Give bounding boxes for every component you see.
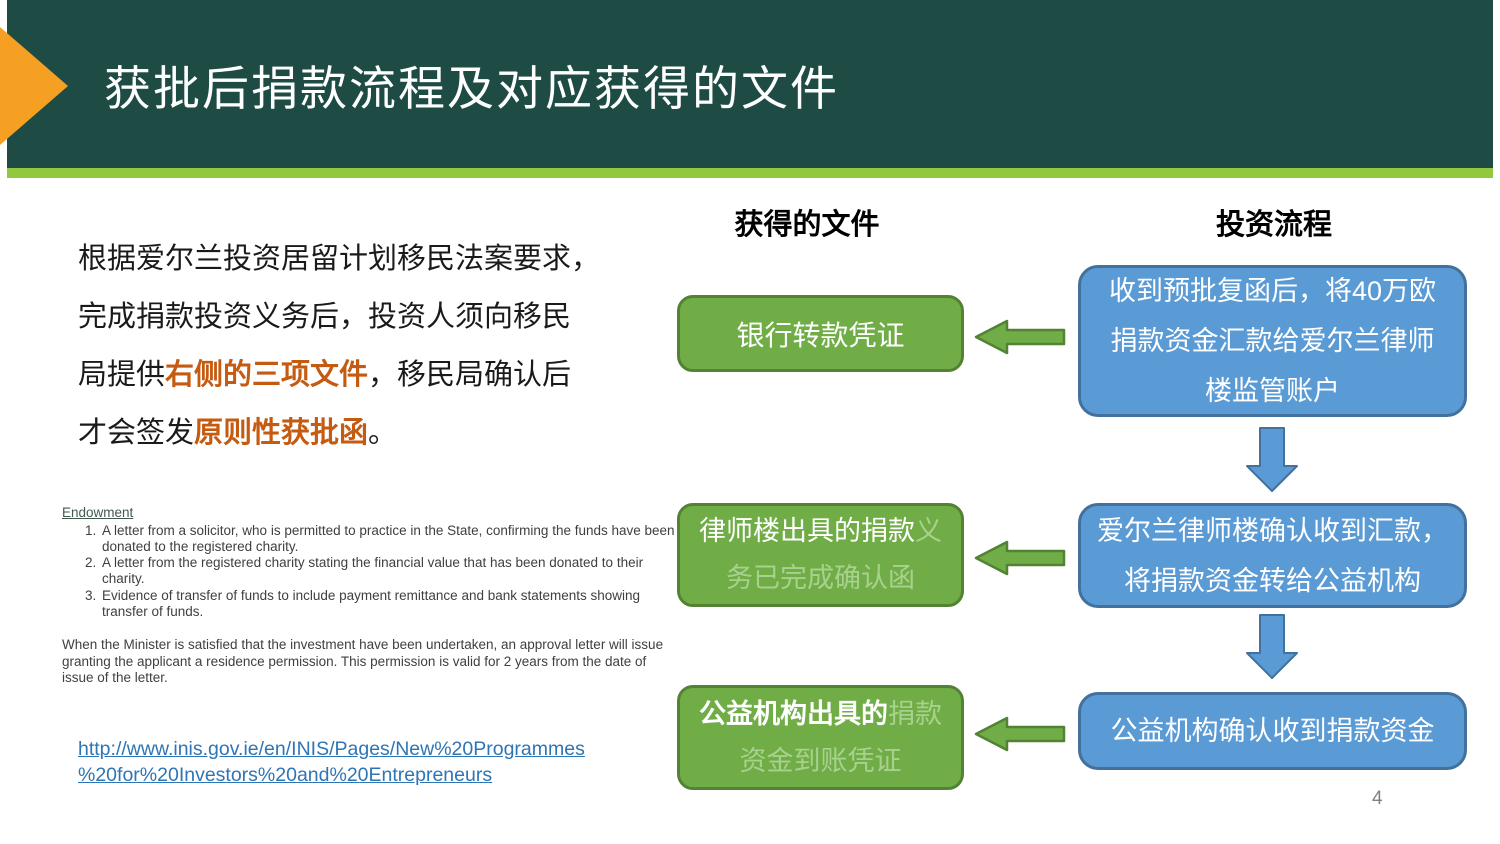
step-box-remit-funds: 收到预批复函后，将40万欧 捐款资金汇款给爱尔兰律师 楼监管账户 (1078, 265, 1467, 417)
endowment-item: A letter from a solicitor, who is permit… (100, 523, 676, 555)
document-box-text-white: 公益机构出具的 (699, 698, 888, 729)
arrow-down-icon (1246, 427, 1298, 492)
intro-line-4: 才会签发原则性获批函。 (78, 404, 678, 462)
intro-line-3: 局提供右侧的三项文件，移民局确认后 (78, 346, 678, 404)
inis-link-line-1: http://www.inis.gov.ie/en/INIS/Pages/New… (78, 738, 585, 760)
endowment-heading: Endowment (62, 505, 134, 520)
document-box-text: 银行转款凭证 (736, 314, 904, 354)
document-box-text-faded: 捐款 (888, 698, 942, 729)
lime-accent-stripe (7, 168, 1493, 178)
intro-line-4-pre: 才会签发 (78, 417, 195, 449)
document-box-line-2: 务已完成确认函 (726, 555, 915, 602)
step-box-line: 爱尔兰律师楼确认收到汇款， (1097, 515, 1448, 546)
inis-link-line-2: %20for%20Investors%20and%20Entrepreneurs (78, 764, 493, 786)
step-box-line: 公益机构确认收到捐款资金 (1110, 716, 1435, 746)
endowment-item: Evidence of transfer of funds to include… (100, 588, 676, 620)
intro-line-3-pre: 局提供 (78, 359, 166, 391)
document-box-solicitor-letter: 律师楼出具的捐款义 务已完成确认函 (677, 503, 964, 607)
step-box-solicitor-confirms: 爱尔兰律师楼确认收到汇款， 将捐款资金转给公益机构 (1078, 503, 1467, 608)
document-box-charity-receipt: 公益机构出具的捐款 资金到账凭证 (677, 685, 964, 790)
intro-paragraph: 根据爱尔兰投资居留计划移民法案要求， 完成捐款投资义务后，投资人须向移民 局提供… (78, 230, 678, 462)
document-box-line-1: 公益机构出具的捐款 (699, 691, 942, 738)
arrow-left-icon (974, 716, 1066, 752)
column-header-documents: 获得的文件 (734, 209, 880, 241)
document-box-text-white: 律师楼出具的捐款 (699, 516, 915, 546)
document-box-text-faded: 义 (915, 516, 942, 546)
intro-highlight-approval-letter: 原则性获批函 (194, 417, 369, 449)
step-box-line: 楼监管账户 (1205, 376, 1340, 406)
endowment-list: A letter from a solicitor, who is permit… (62, 523, 676, 620)
header-band (7, 0, 1493, 168)
endowment-item: A letter from the registered charity sta… (100, 555, 676, 587)
intro-highlight-documents: 右侧的三项文件 (165, 359, 369, 391)
slide-title: 获批后捐款流程及对应获得的文件 (104, 62, 839, 115)
document-box-text-faded: 资金到账凭证 (739, 745, 902, 776)
arrow-down-icon (1246, 614, 1298, 679)
endowment-excerpt: Endowment A letter from a solicitor, who… (62, 505, 676, 621)
minister-note: When the Minister is satisfied that the … (62, 637, 664, 685)
page-number: 4 (1372, 788, 1383, 809)
document-box-line-1: 律师楼出具的捐款义 (699, 508, 942, 555)
document-box-text-white: 银行转款凭证 (736, 319, 905, 351)
step-box-line: 将捐款资金转给公益机构 (1124, 565, 1421, 596)
arrow-left-icon (974, 540, 1066, 576)
document-box-line-2: 资金到账凭证 (740, 738, 902, 785)
inis-link[interactable]: http://www.inis.gov.ie/en/INIS/Pages/New… (78, 736, 585, 788)
document-box-text-faded: 务已完成确认函 (726, 563, 915, 593)
intro-line-2: 完成捐款投资义务后，投资人须向移民 (78, 301, 572, 333)
column-header-process: 投资流程 (1215, 209, 1332, 241)
intro-line-3-post: ，移民局确认后 (368, 359, 572, 391)
document-box-bank-transfer: 银行转款凭证 (677, 295, 964, 372)
step-box-charity-confirms: 公益机构确认收到捐款资金 (1078, 692, 1467, 770)
intro-line-1: 根据爱尔兰投资居留计划移民法案要求， (78, 243, 601, 275)
step-box-line: 收到预批复函后，将40万欧 (1108, 276, 1437, 306)
intro-line-4-post: 。 (368, 417, 398, 449)
arrow-left-icon (974, 319, 1066, 355)
step-box-line: 捐款资金汇款给爱尔兰律师 (1110, 326, 1435, 356)
